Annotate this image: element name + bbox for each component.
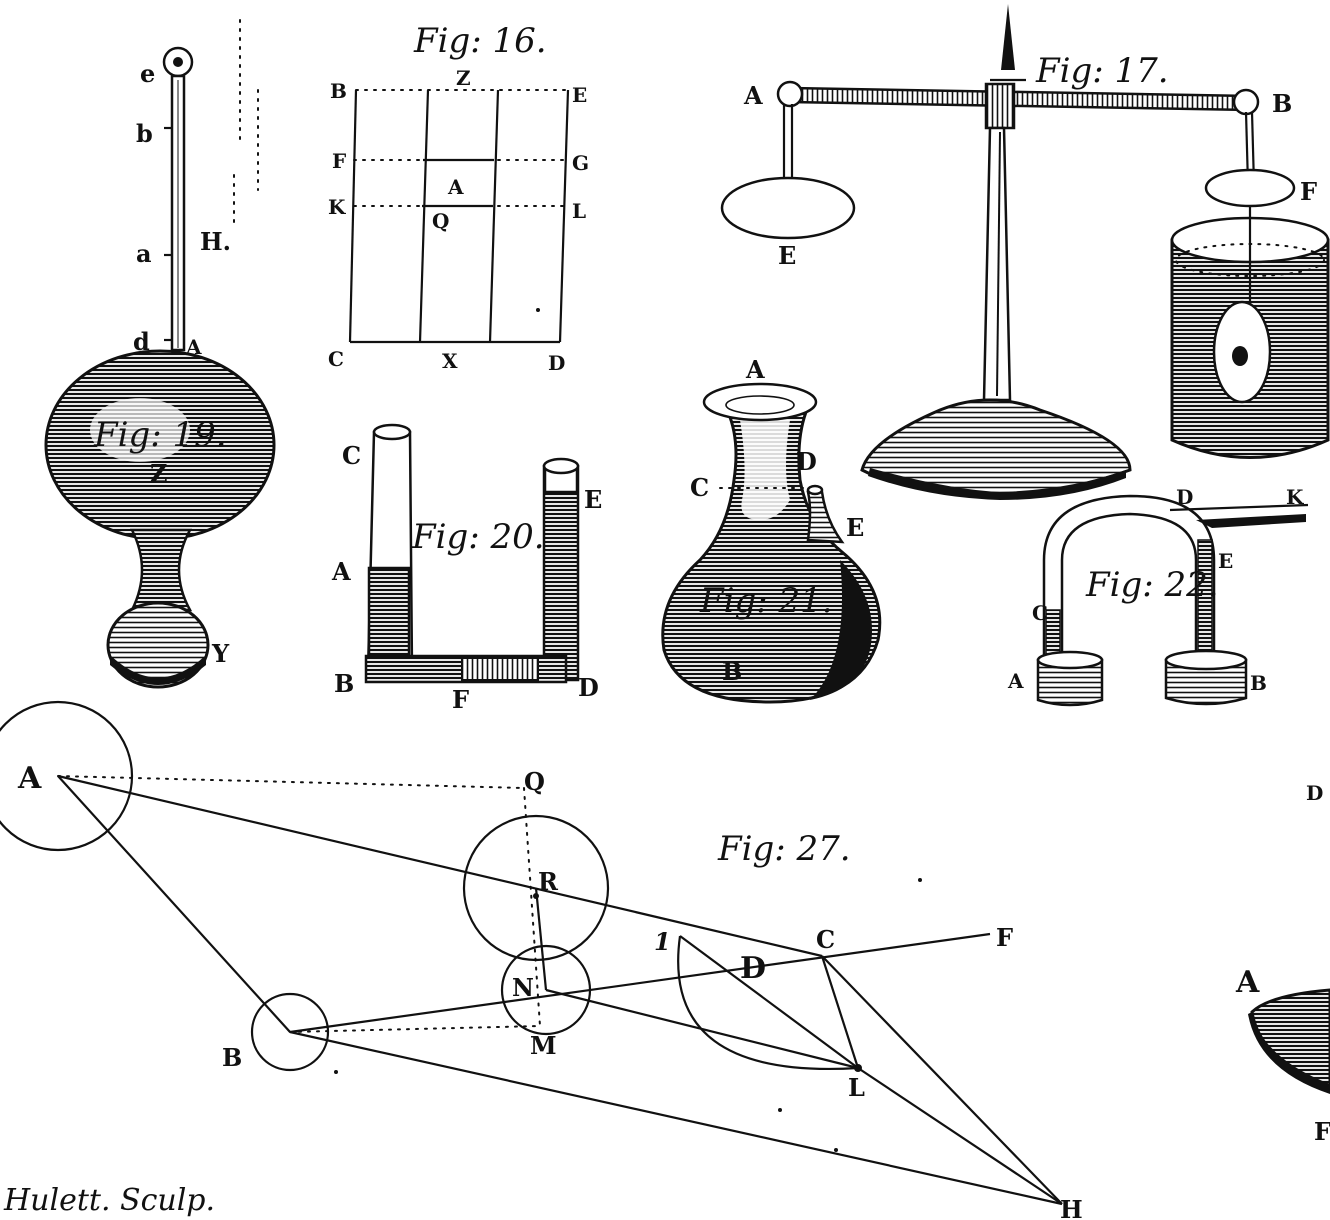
fig22-label-k: K <box>1286 485 1304 509</box>
fig17-label-f: F <box>1300 177 1317 206</box>
fig20-label-a: A <box>331 557 351 586</box>
fig19-label-d: d <box>133 327 150 356</box>
fig22-label-b: B <box>1250 671 1267 695</box>
fig17-label-b: B <box>1272 89 1292 118</box>
fig22-left-vessel <box>1036 658 1104 707</box>
fragment-label-a: A <box>1235 965 1260 1000</box>
fig17-beam <box>788 86 1252 112</box>
fig22-label-a: A <box>1007 669 1024 693</box>
fig27-label-1: 1 <box>654 927 671 956</box>
fig21-label-e: E <box>846 513 864 542</box>
fig22-right-vessel <box>1164 658 1248 706</box>
figure-27: Fig: 27. A Q R 1 C F D N B M L H <box>0 700 1083 1220</box>
fig16-label-q: Q <box>432 209 449 233</box>
fig27-label-c: C <box>816 925 835 954</box>
fig22-caption: Fig: 22. <box>1085 565 1219 605</box>
fig27-label-d: D <box>740 951 766 986</box>
fig16-label-f: F <box>332 149 346 173</box>
fig21-label-b: B <box>722 657 742 686</box>
fig19-neck <box>129 528 193 612</box>
fig19-caption: Fig: 19. <box>93 415 227 455</box>
fig27-label-f: F <box>996 923 1013 952</box>
fig16-label-l: L <box>572 199 586 223</box>
figure-16: Fig: 16. B Z E F G A K Q L C X D <box>328 21 589 375</box>
fig20-caption: Fig: 20. <box>411 517 545 557</box>
fig27-label-r: R <box>538 867 559 896</box>
fig19-small-bulb <box>106 601 210 689</box>
fig19-label-h: H. <box>200 227 231 256</box>
fig19-label-a-upper: A <box>185 335 202 359</box>
fig27-label-n: N <box>512 973 534 1002</box>
figure-21: Fig: 21. A C D E B <box>661 355 882 704</box>
fig27-label-q: Q <box>524 767 545 796</box>
figure-22: Fig: 22. D K E C A B <box>1007 485 1309 707</box>
fig20-right-tube <box>542 464 580 682</box>
fig16-label-z: Z <box>456 66 471 90</box>
fig21-label-d: D <box>796 447 817 476</box>
fig19-label-a: a <box>136 239 152 268</box>
fig19-label-y: Y <box>211 639 230 668</box>
fig16-label-g: G <box>572 151 589 175</box>
fig21-side-spout <box>806 490 845 544</box>
fig17-label-e: E <box>778 241 796 270</box>
fig22-label-d: D <box>1176 485 1193 509</box>
engraver-signature: Hulett. Sculp. <box>3 1183 215 1218</box>
fig22-label-e: E <box>1218 549 1233 573</box>
fig20-label-e: E <box>584 485 602 514</box>
fig16-label-e: E <box>572 83 587 107</box>
fig21-label-a: A <box>745 355 765 384</box>
fig17-label-a: A <box>743 81 763 110</box>
fig20-label-f: F <box>452 685 469 714</box>
fig16-label-d: D <box>548 351 565 375</box>
fig27-caption: Fig: 27. <box>717 829 851 869</box>
fig17-caption: Fig: 17. <box>1035 51 1169 91</box>
fragment-label-f: F <box>1314 1117 1330 1146</box>
fig16-label-k: K <box>328 195 346 219</box>
fig27-label-l: L <box>848 1073 865 1102</box>
fig27-label-m: M <box>530 1031 557 1060</box>
fig16-label-c: C <box>328 347 344 371</box>
fig27-arc <box>677 935 859 1070</box>
fragment-label-d: D <box>1306 781 1323 805</box>
fig16-label-b: B <box>330 79 347 103</box>
fig27-circle-a <box>0 700 134 852</box>
fig20-label-c: C <box>342 441 361 470</box>
fig27-label-a: A <box>17 761 42 796</box>
fig17-left-pan <box>720 176 856 240</box>
fig19-label-e: e <box>140 59 155 88</box>
fig22-label-c: C <box>1032 601 1048 625</box>
fig19-label-z: Z <box>150 459 168 488</box>
fig21-caption: Fig: 21. <box>699 581 833 621</box>
cropped-fragment: D A F <box>1235 781 1330 1146</box>
figure-17: Fig: 17. A B E F <box>720 4 1330 500</box>
fig21-label-c: C <box>690 473 709 502</box>
fig16-caption: Fig: 16. <box>413 21 547 61</box>
fig17-pillar <box>982 126 1012 402</box>
figure-20: Fig: 20. C E A B F D <box>331 423 602 714</box>
fig17-spire <box>1001 4 1015 70</box>
fig16-label-x: X <box>442 349 458 373</box>
fig19-label-b: b <box>136 119 153 148</box>
fig16-label-a: A <box>447 175 464 199</box>
fig20-label-d: D <box>578 673 599 702</box>
figure-19: e b a H. d A Z Y Fig: 19. <box>44 19 276 689</box>
fig27-label-b: B <box>222 1043 242 1072</box>
fig27-label-h: H <box>1060 1195 1083 1220</box>
fig20-label-b: B <box>334 669 354 698</box>
fig17-right-pan <box>1204 168 1296 208</box>
